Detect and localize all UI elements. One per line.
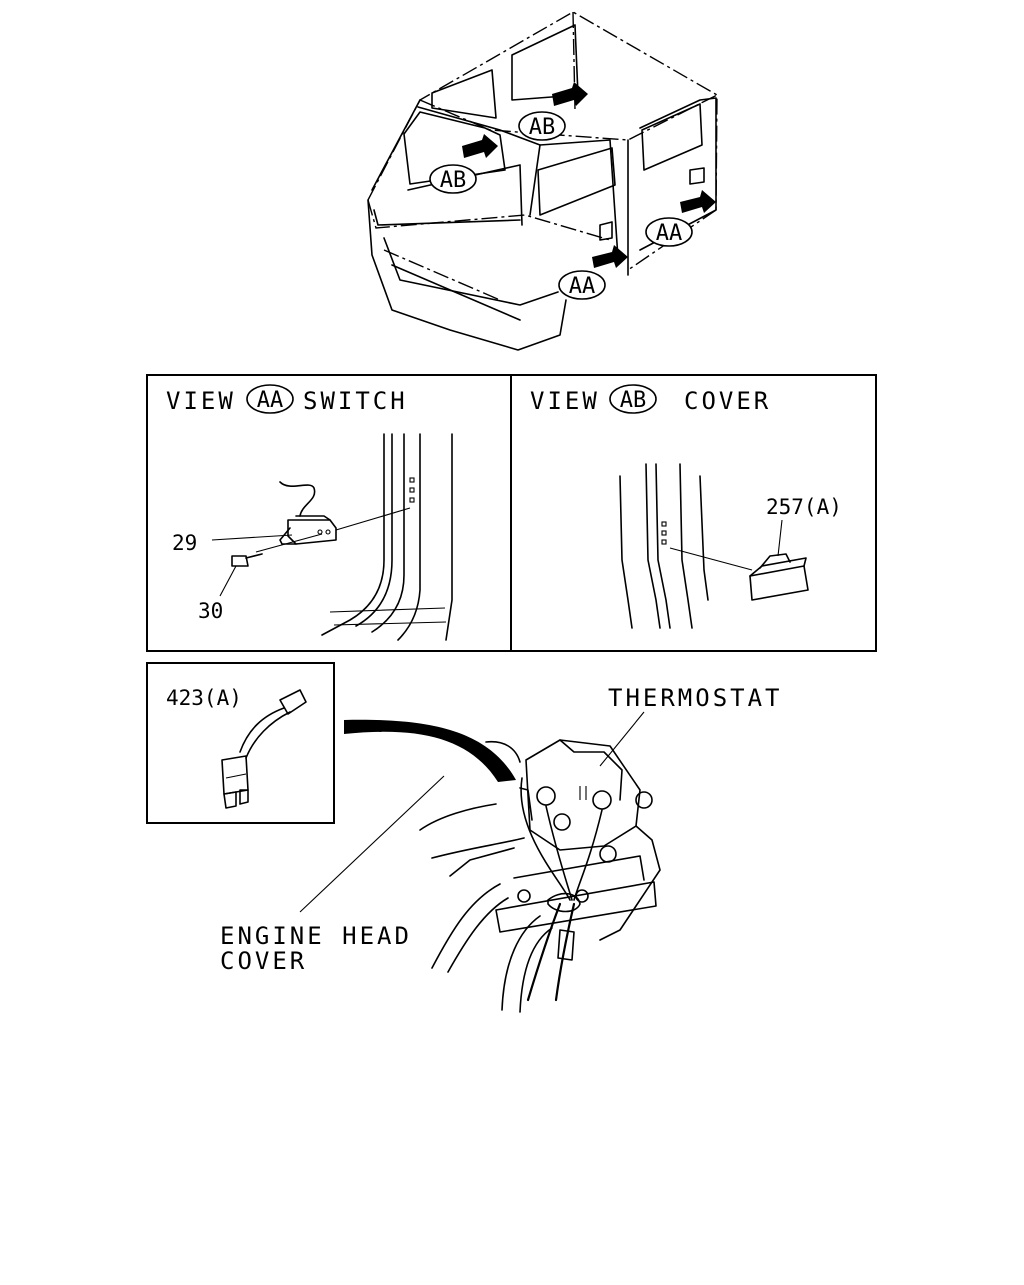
part-number-29: 29: [172, 531, 197, 555]
sensor-inset-frame: [146, 662, 335, 824]
engine-area: THERMOSTAT ENGINE HEAD COVER: [220, 684, 783, 1013]
callout-ab-front: AB: [440, 168, 467, 193]
van-overview: AB AB AA AA: [367, 11, 718, 351]
callout-aa-front: AA: [569, 274, 596, 299]
part-number-30: 30: [198, 599, 223, 623]
view-ab-word: VIEW: [530, 387, 600, 415]
engine-head-label-line2: COVER: [220, 947, 307, 975]
view-ab-part-name: COVER: [684, 387, 771, 415]
view-aa-code: AA: [257, 388, 284, 413]
part-number-257a: 257(A): [766, 495, 842, 519]
view-aa-panel: VIEW AA SWITCH 29 30: [166, 384, 453, 641]
engine-head-label-line1: ENGINE HEAD: [220, 922, 412, 950]
view-ab-code: AB: [620, 388, 647, 413]
view-aa-word: VIEW: [166, 387, 236, 415]
sensor-inset: 423(A): [166, 686, 307, 809]
callout-aa-side: AA: [656, 221, 683, 246]
thermostat-label: THERMOSTAT: [608, 684, 783, 712]
view-ab-panel: VIEW AB COVER 257(A): [530, 384, 842, 629]
part-number-423a: 423(A): [166, 686, 242, 710]
view-aa-part-name: SWITCH: [303, 387, 408, 415]
callout-ab-rear: AB: [529, 115, 556, 140]
